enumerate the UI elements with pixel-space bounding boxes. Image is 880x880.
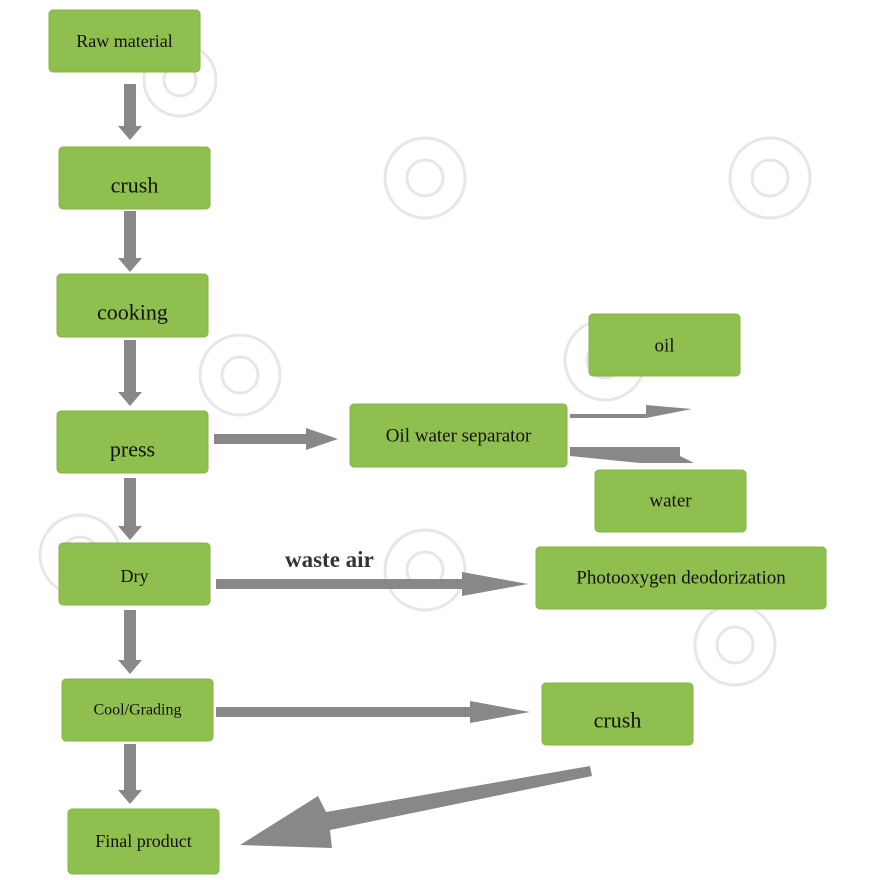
side-arrows [214, 405, 694, 848]
arrow-separator-to-oil [570, 405, 692, 418]
watermark-gear-icon [693, 603, 777, 687]
node-photooxygen-deodorization: Photooxygen deodorization [535, 546, 827, 610]
watermark-gear-icon [383, 528, 467, 612]
node-crush-1: crush [58, 146, 211, 210]
arrow-cool-to-final [118, 744, 142, 804]
node-final-product: Final product [67, 808, 220, 875]
watermark-gear-icon [383, 136, 467, 220]
arrow-dry-to-cool [118, 610, 142, 674]
node-label: press [110, 437, 155, 462]
node-water: water [594, 469, 747, 533]
node-label: crush [594, 708, 642, 733]
arrow-dry-to-deodorization [216, 572, 528, 596]
node-label: crush [111, 173, 159, 198]
arrow-press-to-separator [214, 428, 338, 450]
node-label: cooking [97, 300, 168, 325]
node-label: oil [654, 336, 674, 357]
node-label: Oil water separator [386, 426, 532, 447]
node-oil: oil [588, 313, 741, 377]
edge-label-waste-air: waste air [285, 547, 374, 572]
node-label: Raw material [76, 31, 172, 51]
node-raw-material: Raw material [48, 9, 201, 73]
arrow-crush-to-cooking [118, 211, 142, 272]
node-cool-grading: Cool/Grading [61, 678, 214, 742]
node-dry: Dry [58, 542, 211, 606]
node-label: water [649, 491, 692, 512]
node-label: Final product [95, 831, 192, 851]
arrow-raw-to-crush [118, 84, 142, 140]
node-label: Dry [121, 566, 149, 586]
node-oil-water-separator: Oil water separator [349, 403, 568, 468]
watermark-gear-icon [198, 333, 282, 417]
node-cooking: cooking [56, 273, 209, 338]
node-label: Photooxygen deodorization [576, 568, 786, 589]
arrow-separator-to-water [570, 447, 694, 463]
node-crush-2: crush [541, 682, 694, 746]
watermark-gear-icon [728, 136, 812, 220]
arrow-cooking-to-press [118, 340, 142, 406]
arrow-cool-to-crush [216, 701, 530, 723]
arrow-press-to-dry [118, 478, 142, 540]
node-label: Cool/Grading [94, 702, 182, 719]
arrow-crush-to-final [240, 766, 592, 848]
node-press: press [56, 410, 209, 474]
main-column-arrows [118, 84, 142, 804]
